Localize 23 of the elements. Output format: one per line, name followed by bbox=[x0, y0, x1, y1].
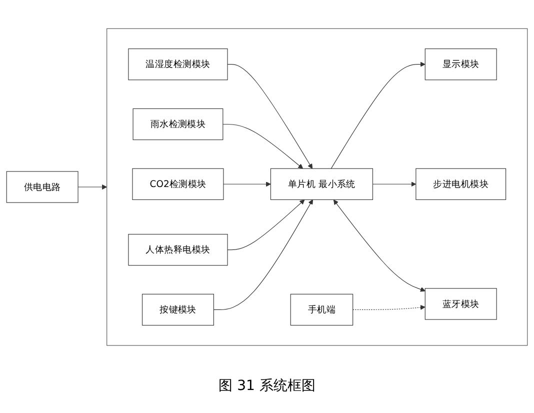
arrow bbox=[227, 200, 305, 251]
node-box: 温湿度检测模块 bbox=[128, 48, 228, 81]
figure-caption: 图 31 系统框图 bbox=[218, 378, 316, 394]
node-box: 蓝牙模块 bbox=[424, 288, 497, 320]
node-box: CO2检测模块 bbox=[132, 168, 224, 200]
arrow bbox=[333, 200, 426, 292]
node-box: 单片机 最小系统 bbox=[270, 168, 374, 200]
arrow bbox=[372, 182, 416, 188]
node-box: 供电电路 bbox=[6, 172, 78, 204]
arrow bbox=[223, 182, 271, 188]
cluster bbox=[106, 28, 528, 346]
arrow bbox=[227, 64, 313, 170]
arrow bbox=[78, 184, 108, 190]
node-box: 雨水检测模块 bbox=[132, 108, 224, 141]
node-box: 步进电机模块 bbox=[416, 168, 506, 200]
arrow bbox=[352, 305, 426, 310]
node-box: 手机端 bbox=[290, 294, 354, 326]
arrow bbox=[330, 62, 426, 170]
node-box: 人体热释电模块 bbox=[128, 234, 228, 266]
node-box: 显示模块 bbox=[424, 48, 497, 81]
arrow bbox=[213, 200, 313, 310]
node-box: 按键模块 bbox=[142, 294, 214, 326]
arrow bbox=[222, 124, 304, 170]
